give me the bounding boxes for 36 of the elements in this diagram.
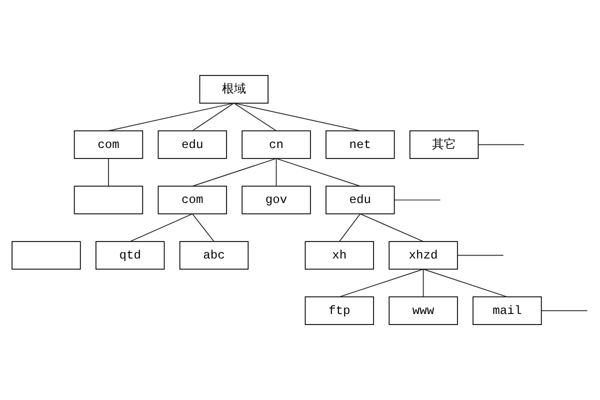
- node-box: edu: [326, 186, 395, 214]
- node-box: com: [158, 186, 227, 214]
- connector: [233, 102, 361, 132]
- node-box: abc: [179, 241, 249, 270]
- node-box: ftp: [304, 296, 374, 325]
- connector: [108, 158, 109, 187]
- node-box: [12, 241, 81, 270]
- connector: [276, 158, 361, 187]
- connector: [233, 102, 277, 132]
- node-box: edu: [158, 130, 227, 159]
- connector: [192, 102, 234, 132]
- connector: [192, 158, 277, 187]
- node-box: xh: [304, 241, 374, 270]
- connector: [338, 213, 361, 242]
- connector: [108, 102, 234, 132]
- node-box: cn: [242, 130, 311, 159]
- node-box: www: [388, 296, 458, 325]
- node-box: 其它: [409, 130, 479, 159]
- node-box: com: [74, 130, 144, 159]
- connector: [422, 268, 424, 298]
- connector: [360, 213, 424, 242]
- node-box: 根域: [199, 75, 268, 104]
- connector: [338, 268, 424, 298]
- connector: [457, 254, 504, 256]
- node-box: gov: [242, 186, 311, 214]
- connector: [276, 158, 277, 187]
- connector: [192, 213, 214, 242]
- node-box: xhzd: [388, 241, 458, 270]
- connector: [541, 310, 588, 312]
- node-box: [74, 186, 144, 214]
- connector: [422, 268, 508, 298]
- node-box: net: [326, 130, 395, 159]
- connector: [130, 213, 193, 242]
- node-box: qtd: [96, 241, 165, 270]
- connector: [478, 144, 525, 146]
- node-box: mail: [472, 296, 542, 325]
